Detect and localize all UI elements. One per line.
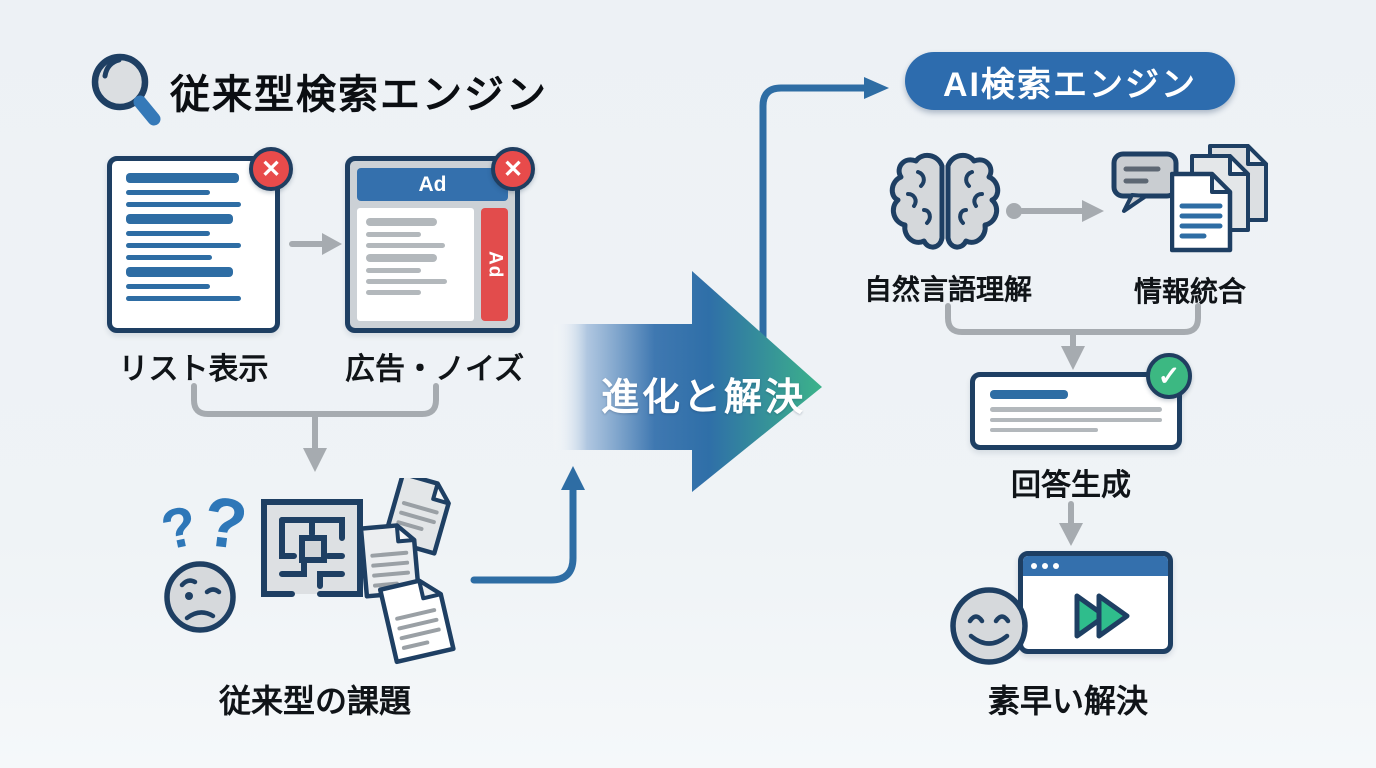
traditional-section-title: 従来型検索エンジン [170, 73, 548, 117]
documents-stack-icon [1170, 144, 1268, 253]
answer-card-icon [970, 372, 1182, 450]
window-dot [1042, 563, 1048, 569]
brain-icon [889, 148, 1004, 264]
arrowhead-answer-to-browser [1059, 523, 1083, 546]
nlu-label: 自然言語理解 [863, 274, 1032, 305]
content-line [366, 232, 422, 237]
ads-browser-card-icon: Ad Ad [345, 156, 520, 333]
connector-problem-to-arrow [470, 486, 577, 584]
arrowhead-ai-down [1061, 346, 1085, 370]
result-line [126, 202, 241, 207]
content-line [366, 268, 422, 273]
connector-arrow-to-pill [759, 84, 868, 349]
answer-line [990, 407, 1162, 412]
scattered-papers-icon [358, 478, 456, 665]
result-line [126, 267, 233, 277]
result-line [126, 173, 240, 183]
answer-line [990, 427, 1099, 433]
browser-titlebar [1023, 556, 1168, 576]
close-icon: ✕ [249, 147, 293, 191]
result-line [126, 214, 233, 224]
answer-line [990, 417, 1162, 422]
evolution-arrow-label: 進化と解決 [601, 377, 807, 419]
question-mark-icon: ? [199, 481, 252, 565]
answer-label: 回答生成 [1011, 469, 1131, 502]
check-icon: ✓ [1146, 353, 1192, 399]
answer-title-line [990, 390, 1068, 400]
problems-label: 従来型の課題 [218, 683, 411, 719]
arrowhead-traditional-down [303, 448, 327, 472]
ai-search-pill: AI検索エンジン [905, 52, 1235, 110]
integration-label: 情報統合 [1133, 276, 1246, 307]
confused-face-icon [164, 561, 236, 633]
ad-sidebar: Ad [481, 208, 508, 321]
result-line [126, 284, 210, 289]
ad-browser-body: Ad [357, 208, 508, 321]
arrowhead-brain-to-docs [1082, 200, 1104, 222]
window-dot [1031, 563, 1037, 569]
ai-pill-label: AI検索エンジン [943, 65, 1197, 104]
content-line [366, 243, 446, 248]
result-line [126, 231, 210, 236]
speed-label: 素早い解決 [987, 683, 1148, 719]
content-line [366, 290, 422, 295]
fast-forward-icon [1074, 593, 1130, 639]
happy-face-icon [950, 587, 1028, 665]
list-card-label: リスト表示 [118, 353, 269, 386]
result-line [126, 243, 241, 248]
ad-sidebar-label: Ad [484, 250, 506, 279]
arrowhead-to-pill [864, 77, 889, 99]
window-dot [1053, 563, 1059, 569]
fast-browser-icon [1018, 551, 1173, 654]
arrowhead-list-to-ads [322, 233, 342, 255]
content-line [366, 254, 438, 262]
result-line [126, 296, 241, 301]
maze-icon [261, 499, 363, 597]
content-line [366, 279, 448, 284]
close-icon: ✕ [491, 147, 535, 191]
ad-banner-label: Ad [418, 172, 447, 196]
arrowhead-to-big-arrow [561, 466, 585, 490]
ad-banner: Ad [357, 168, 508, 201]
dot-brain-arrow [1006, 203, 1022, 219]
magnifier-icon [91, 53, 161, 126]
result-line [126, 255, 213, 260]
result-line [126, 190, 210, 195]
content-line [366, 218, 438, 226]
ad-browser-content [357, 208, 474, 321]
ads-card-label: 広告・ノイズ [345, 353, 525, 386]
list-results-card-icon [107, 156, 280, 333]
